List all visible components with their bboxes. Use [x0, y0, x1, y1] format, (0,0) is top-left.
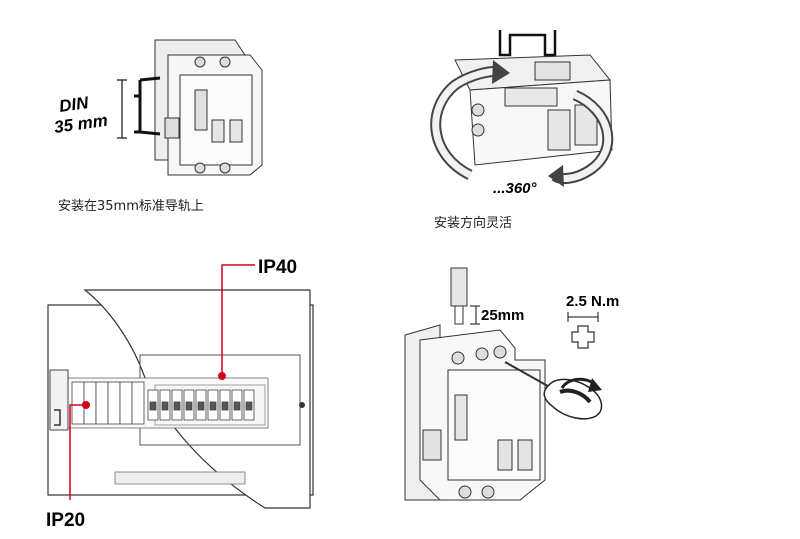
rotation-arrow-right-icon: [548, 89, 614, 187]
rotation-caption: 安装方向灵活: [434, 215, 512, 231]
torque-label: 2.5 N.m: [566, 293, 619, 310]
ip20-callout-dot: [82, 401, 90, 409]
rotation-arrow-left-icon: [430, 60, 510, 180]
din-caption: 安装在35mm标准导轨上: [58, 199, 204, 214]
din-rail: [134, 76, 161, 136]
tighten-arrow-icon: [560, 377, 602, 392]
din-label: DIN: [58, 93, 90, 116]
ip40-label: IP40: [258, 257, 297, 278]
screwdriver-icon: [504, 361, 603, 420]
torque-dimension: [567, 312, 599, 322]
ip20-label: IP20: [46, 510, 85, 531]
breaker-module-row: [71, 381, 255, 425]
wire-illustration: [450, 267, 468, 325]
din-dimension-line: [117, 79, 127, 139]
ip40-callout-dot: [218, 372, 226, 380]
rotation-angle-label: ...360°: [493, 180, 538, 197]
screw-head-icon: [571, 325, 595, 349]
wiring-breaker-illustration: [404, 324, 546, 501]
strip-length-dimension: [470, 305, 480, 325]
ip20-callout-line: [69, 404, 85, 500]
strip-length-label: 25mm: [481, 307, 524, 324]
ip40-callout-line: [221, 264, 255, 375]
din-rail-breaker-illustration: [154, 39, 263, 176]
